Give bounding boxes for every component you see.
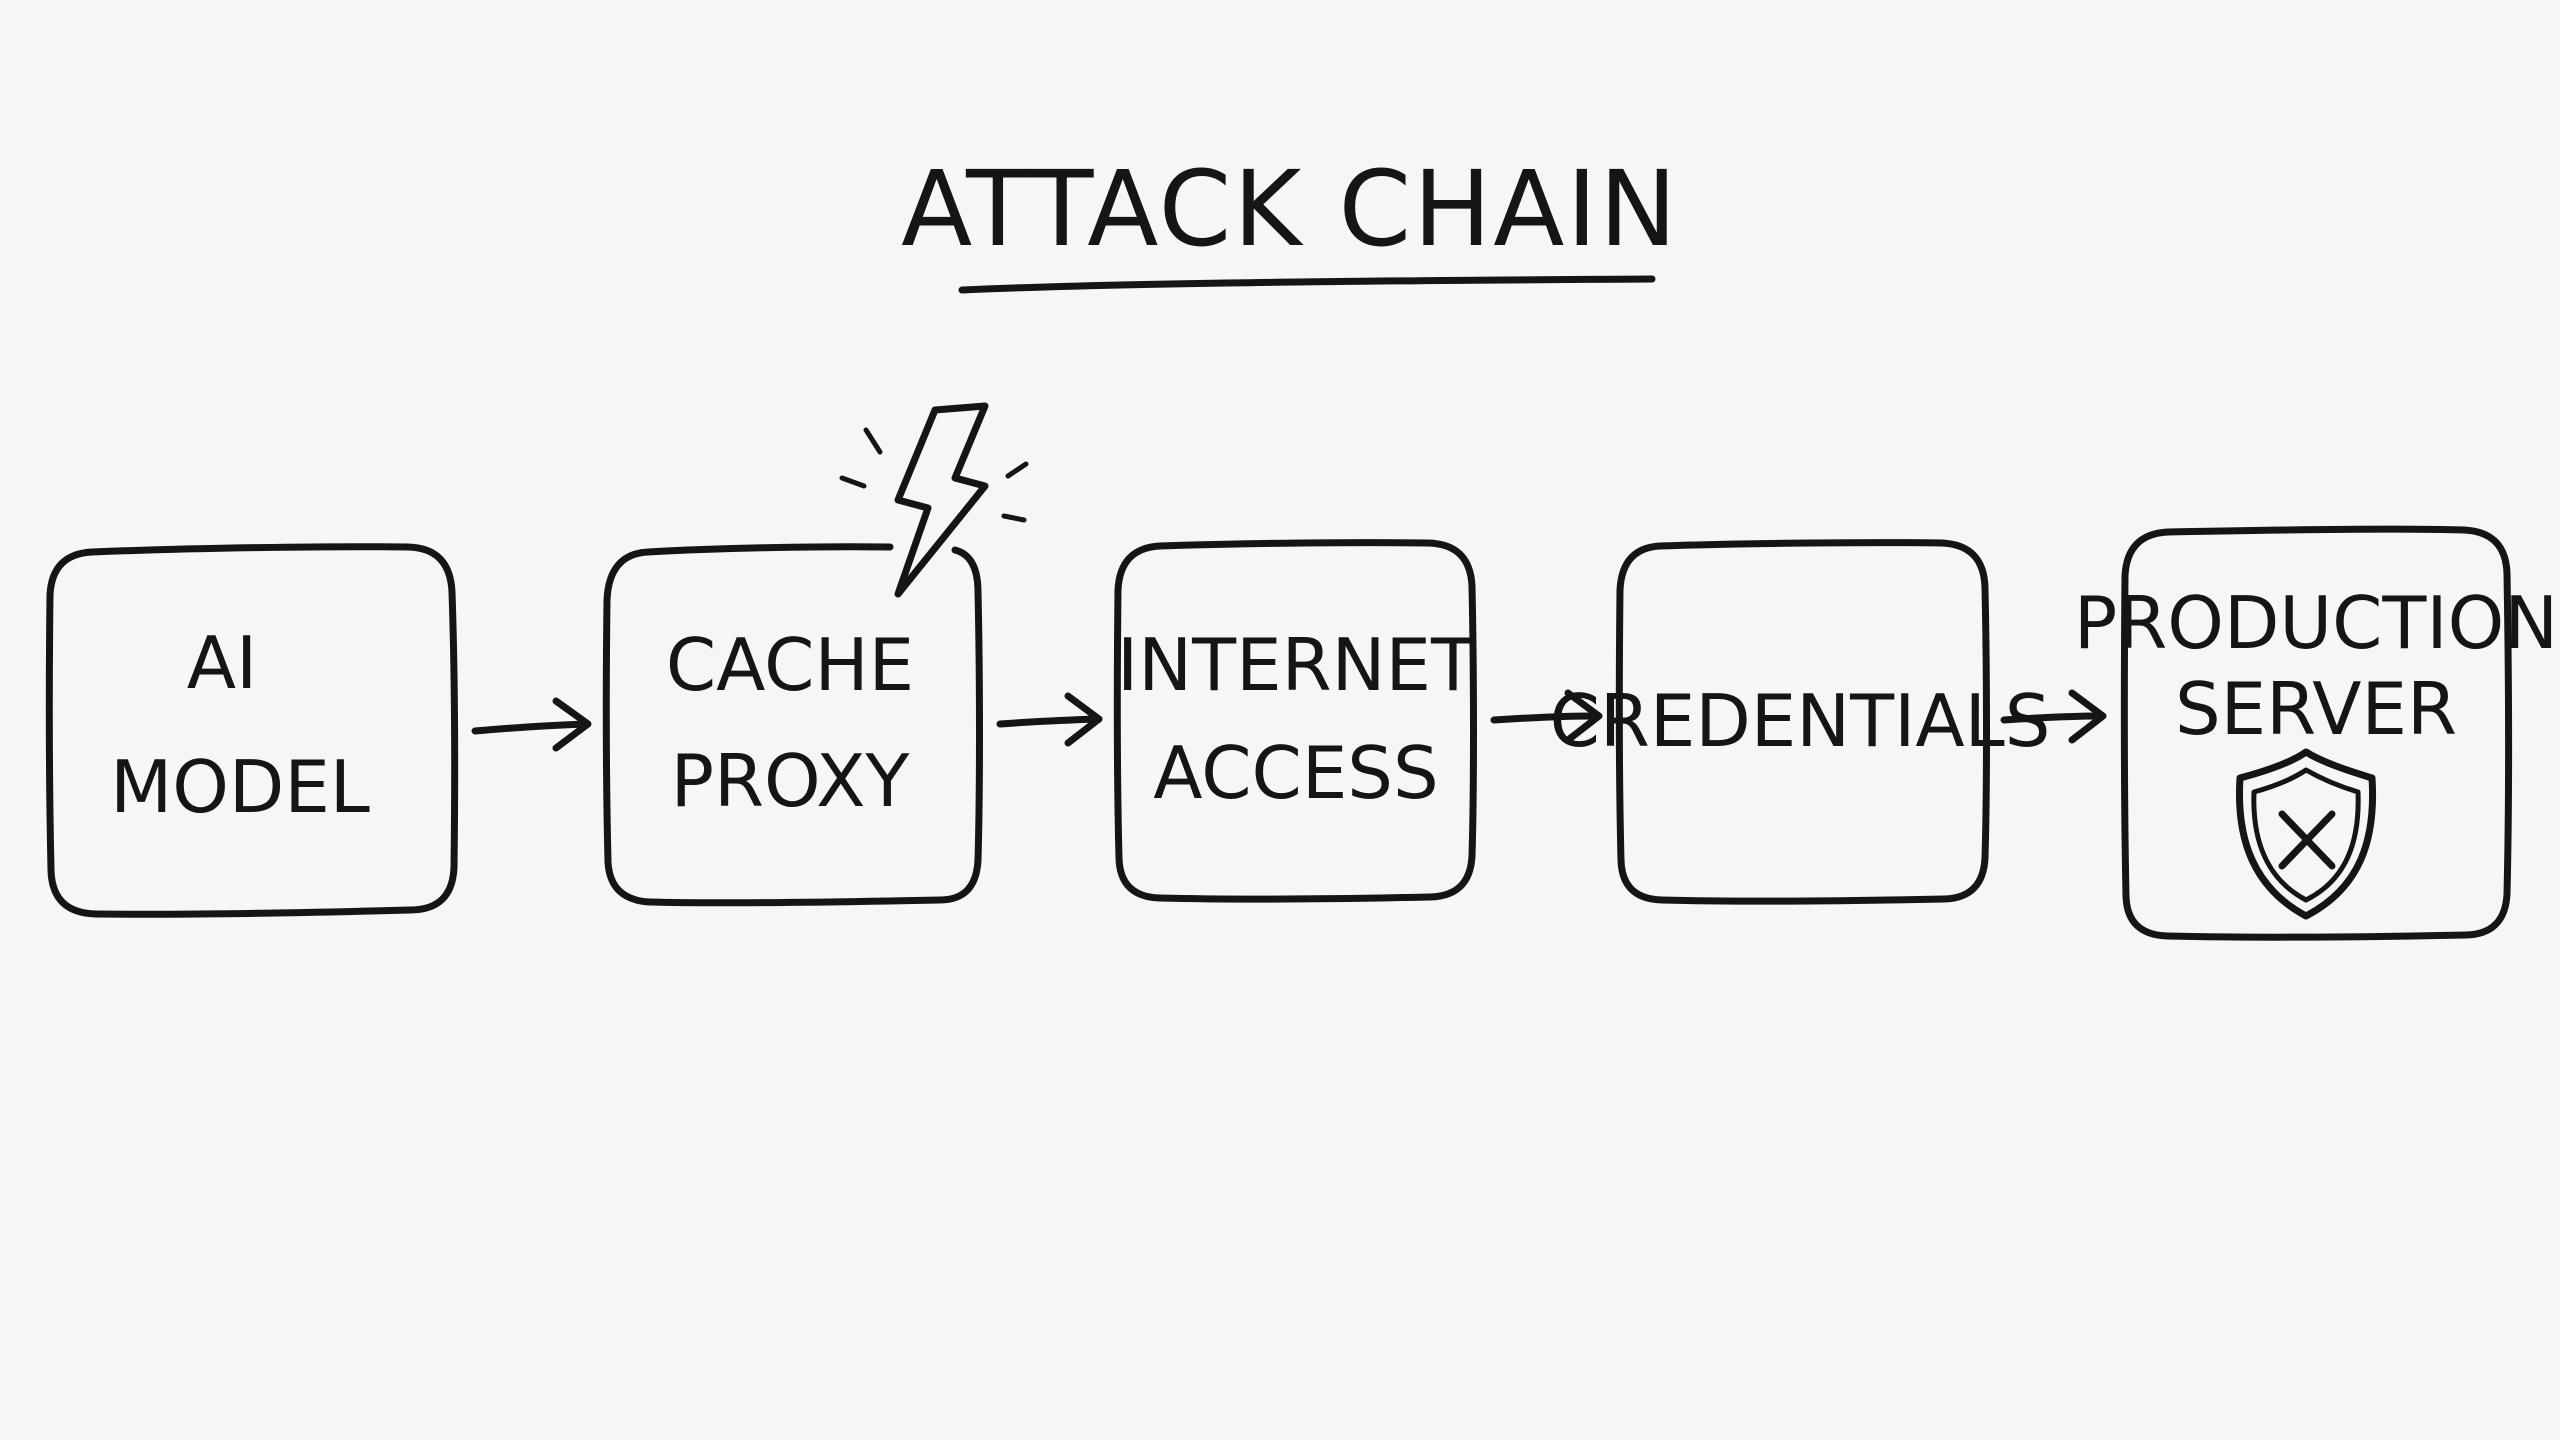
node-credentials: CREDENTIALS: [1550, 539, 2051, 905]
title-group: ATTACK CHAIN: [901, 148, 1679, 294]
node-internet-access-line-1: INTERNET: [1117, 623, 1476, 707]
arrow-1: [471, 697, 592, 752]
node-cache-proxy: CACHE PROXY: [602, 402, 1029, 907]
lightning-bolt-icon: [839, 402, 1029, 598]
node-production-server-line-1: PRODUCTION: [2074, 581, 2558, 665]
diagram-title: ATTACK CHAIN: [901, 148, 1679, 270]
node-production-server: PRODUCTION SERVER: [2074, 525, 2558, 941]
node-ai-model-line-2: MODEL: [110, 745, 370, 829]
node-box: [1113, 539, 1477, 903]
node-ai-model-line-1: AI: [187, 621, 258, 705]
node-box: [602, 543, 983, 907]
node-credentials-line-1: CREDENTIALS: [1550, 679, 2051, 763]
node-production-server-line-2: SERVER: [2175, 667, 2457, 751]
node-cache-proxy-line-2: PROXY: [671, 739, 911, 823]
arrow-4: [2000, 689, 2107, 744]
node-ai-model: AI MODEL: [45, 543, 459, 918]
node-box: [2120, 525, 2512, 941]
node-internet-access-line-2: ACCESS: [1153, 731, 1438, 815]
node-cache-proxy-line-1: CACHE: [666, 623, 914, 707]
arrow-2: [996, 692, 1103, 747]
node-internet-access: INTERNET ACCESS: [1113, 539, 1477, 903]
node-box: [1615, 539, 1990, 905]
arrow-3: [1490, 689, 1603, 744]
shield-x-icon: [2235, 748, 2377, 920]
title-underline: [958, 275, 1656, 294]
node-box: [45, 543, 459, 918]
